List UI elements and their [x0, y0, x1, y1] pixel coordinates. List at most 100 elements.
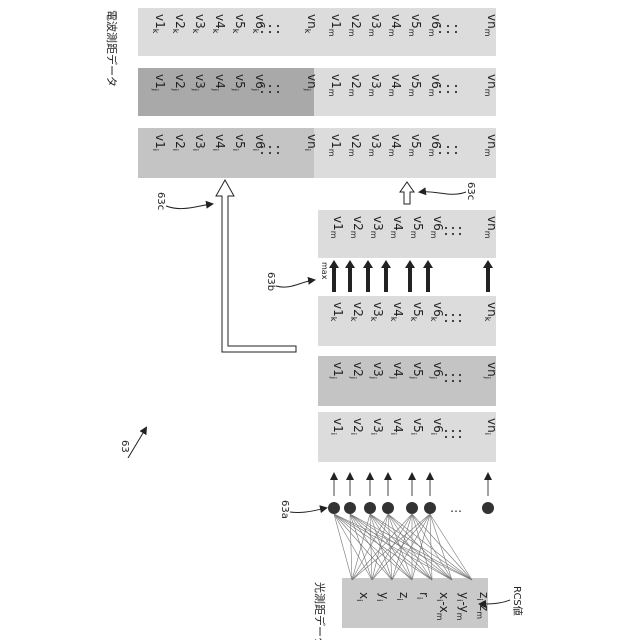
ellipsis-dot — [445, 233, 447, 235]
ellipsis-dot — [261, 91, 263, 93]
strip-entry-v5: v5j — [231, 74, 247, 91]
max-arrow-head — [423, 260, 433, 268]
max-arrow-head — [329, 260, 339, 268]
input-node — [424, 502, 436, 514]
max-arrow-head — [345, 260, 355, 268]
optical-data-label: 光測距データ — [313, 582, 327, 640]
ellipsis-dot — [439, 152, 441, 154]
strip-entry-v4: v4j — [211, 74, 227, 91]
callout-63a: 63a — [279, 500, 290, 519]
ellipsis-dot — [447, 152, 449, 154]
strip-entry-vn: vnm — [483, 74, 499, 97]
input-node — [382, 502, 394, 514]
ellipsis-dot — [459, 380, 461, 382]
ellipsis-dot — [452, 233, 454, 235]
ellipsis-dot — [445, 374, 447, 376]
callout-63b: 63b — [265, 272, 276, 291]
hidden-layer-k: v1kv2kv3kv4kv5kv6kvnk — [318, 296, 499, 346]
ellipsis-dot — [277, 91, 279, 93]
strip-entry-v2: v2j — [171, 74, 187, 91]
ellipsis-dot — [439, 25, 441, 27]
ellipsis-dot — [459, 314, 461, 316]
ellipsis-dot — [459, 227, 461, 229]
layer-entry-v6: v6j — [429, 362, 445, 379]
strip-entry-v6: v6j — [251, 74, 267, 91]
ellipsis-dot — [269, 25, 271, 27]
callout-63c-left: 63c — [155, 192, 166, 210]
strip-entry-v2: v2i — [171, 134, 187, 151]
layer-entry-vn: vni — [483, 418, 499, 435]
max-arrow-head — [483, 260, 493, 268]
ellipsis-dot — [452, 314, 454, 316]
strip-entry-v3: v3j — [191, 74, 207, 91]
ellipsis-dot — [269, 31, 271, 33]
max-output-layer: v1mv2mv3mv4mv5mv6mvnm — [318, 210, 499, 258]
ellipsis-dot — [452, 380, 454, 382]
ellipsis-dot — [445, 380, 447, 382]
callout-63c-left-arrow — [166, 204, 212, 209]
ellipsis-dot — [277, 31, 279, 33]
input-node — [406, 502, 418, 514]
hidden-layer-j: v1jv2jv3jv4jv5jv6jvnj — [318, 356, 499, 406]
input-node — [482, 502, 494, 514]
ellipsis-dot — [445, 314, 447, 316]
ellipsis-dot — [277, 146, 279, 148]
ellipsis-dot — [269, 85, 271, 87]
layer-entry-v4: v4i — [389, 418, 405, 435]
strip-entry-v1: v1j — [151, 74, 167, 91]
layer-entry-v5: v5i — [409, 418, 425, 435]
output-arrow — [400, 182, 414, 204]
fan-connection — [392, 514, 412, 580]
radio-strip-k: v1kv1mv2kv2mv3kv3mv4kv4mv5kv5mv6kv6mvnkv… — [138, 8, 499, 56]
ellipsis-dot — [455, 85, 457, 87]
copy-arrow — [216, 180, 296, 352]
input-node — [364, 502, 376, 514]
optical-input-box: xiyizirixi-xmyi-ymzi-zm — [342, 578, 491, 628]
ellipsis-dot — [452, 227, 454, 229]
layer-entry-v2: v2i — [349, 418, 365, 435]
ellipsis-dot — [445, 227, 447, 229]
ellipsis-dot — [439, 91, 441, 93]
ellipsis-dot — [261, 85, 263, 87]
ellipsis-dot — [261, 146, 263, 148]
callout-63c-right-arrow — [420, 192, 466, 195]
ellipsis-dot — [455, 31, 457, 33]
fan-connection — [350, 514, 472, 580]
layer-entry-v5: v5j — [409, 362, 425, 379]
max-arrow-head — [405, 260, 415, 268]
ellipsis-dot — [447, 146, 449, 148]
ellipsis-dot — [445, 320, 447, 322]
ellipsis-dot — [447, 25, 449, 27]
strip-entry-v3: v3i — [191, 134, 207, 151]
input-feature-6: zi-zm — [475, 592, 491, 619]
ellipsis-dot — [459, 320, 461, 322]
ellipsis-dot — [452, 430, 454, 432]
layer-entry-v6: v6i — [429, 418, 445, 435]
ellipsis-dot — [439, 31, 441, 33]
rcs-label: RCS値 — [511, 586, 524, 616]
ellipsis-dot — [445, 430, 447, 432]
ellipsis-dot — [277, 25, 279, 27]
ellipsis-dot — [452, 374, 454, 376]
hidden-layer-i: v1iv2iv3iv4iv5iv6ivni — [318, 412, 499, 462]
radio-strip-i: v1iv1mv2iv2mv3iv3mv4iv4mv5iv5mv6iv6mvniv… — [138, 128, 499, 178]
strip-entry-vn: vnm — [483, 134, 499, 157]
callout-63b-arrow — [276, 280, 314, 287]
ellipsis-dot — [261, 152, 263, 154]
max-arrow-head — [363, 260, 373, 268]
ellipsis-dot — [261, 25, 263, 27]
ellipsis-dot — [277, 85, 279, 87]
layer-entry-v3: v3j — [369, 362, 385, 379]
node-ellipsis: … — [450, 501, 462, 515]
ellipsis-dot — [459, 430, 461, 432]
strip-entry-v4: v4i — [211, 134, 227, 151]
ellipsis-dot — [445, 436, 447, 438]
ellipsis-dot — [455, 91, 457, 93]
layer-entry-vn: vnj — [483, 362, 499, 379]
ellipsis-dot — [452, 436, 454, 438]
strip-entry-v6: v6i — [251, 134, 267, 151]
ellipsis-dot — [455, 25, 457, 27]
layer-entry-v2: v2j — [349, 362, 365, 379]
strip-entry-v5: v5i — [231, 134, 247, 151]
